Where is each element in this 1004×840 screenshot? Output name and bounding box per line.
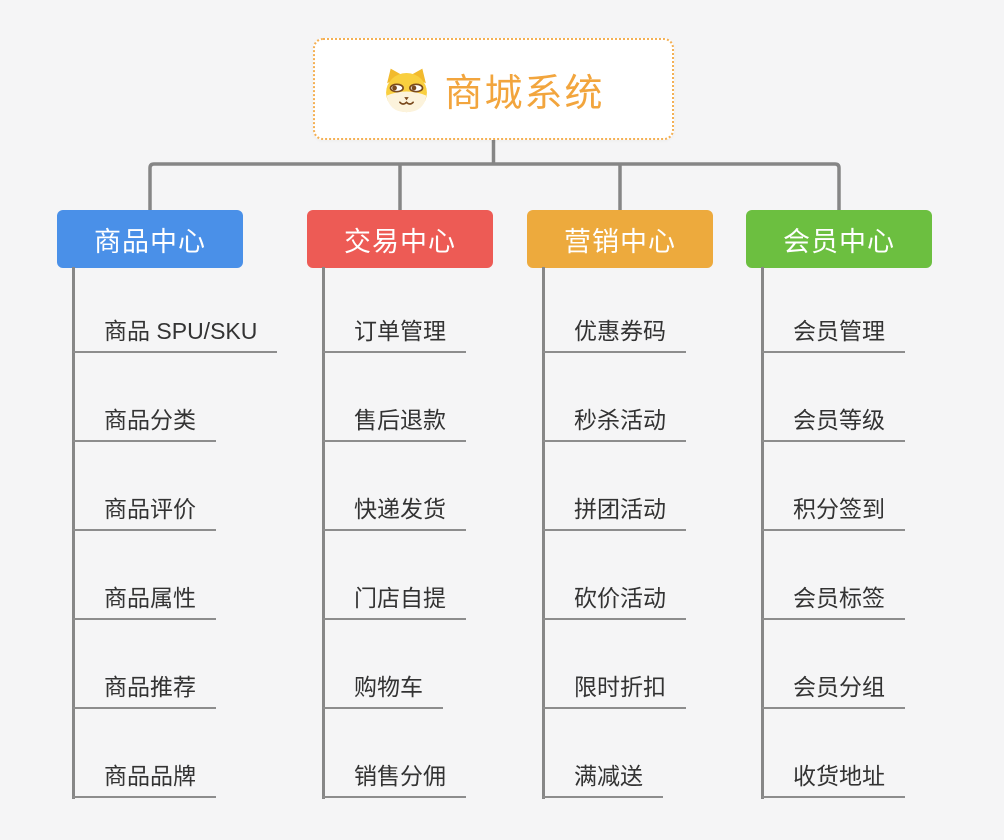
child-node[interactable]: 收货地址 [762,762,905,798]
branch-column: 会员中心会员管理会员等级积分签到会员标签会员分组收货地址 [746,210,996,802]
spine-line [322,267,325,799]
child-node[interactable]: 商品属性 [73,584,216,620]
branch-column: 营销中心优惠券码秒杀活动拼团活动砍价活动限时折扣满减送 [527,210,777,802]
root-title: 商城系统 [444,72,605,115]
branch-node[interactable]: 营销中心 [527,210,713,268]
child-node[interactable]: 会员标签 [762,584,905,620]
child-node[interactable]: 满减送 [543,762,663,798]
shiba-dog-icon [386,68,428,112]
child-node[interactable]: 门店自提 [323,584,466,620]
child-node[interactable]: 商品推荐 [73,673,216,709]
child-node[interactable]: 会员管理 [762,317,905,353]
branch-node[interactable]: 交易中心 [307,210,493,268]
child-node[interactable]: 商品 SPU/SKU [73,317,278,353]
root-node[interactable]: 商城系统 [313,38,674,140]
child-node[interactable]: 销售分佣 [323,762,466,798]
spine-line [72,267,75,799]
child-node[interactable]: 购物车 [323,673,443,709]
child-node[interactable]: 会员等级 [762,406,905,442]
child-node[interactable]: 售后退款 [323,406,466,442]
branch-node[interactable]: 会员中心 [746,210,932,268]
spine-line [761,267,764,799]
branch-column: 交易中心订单管理售后退款快递发货门店自提购物车销售分佣 [307,210,557,802]
child-node[interactable]: 快递发货 [323,495,466,531]
child-node[interactable]: 会员分组 [762,673,905,709]
child-node[interactable]: 秒杀活动 [543,406,686,442]
branch-node[interactable]: 商品中心 [57,210,243,268]
branch-column: 商品中心商品 SPU/SKU 商品分类商品评价商品属性商品推荐商品品牌 [57,210,307,802]
child-node[interactable]: 商品评价 [73,495,216,531]
child-node[interactable]: 优惠券码 [543,317,686,353]
spine-line [542,267,545,799]
child-node[interactable]: 拼团活动 [543,495,686,531]
child-node[interactable]: 砍价活动 [543,584,686,620]
child-node[interactable]: 商品品牌 [73,762,216,798]
child-node[interactable]: 商品分类 [73,406,216,442]
child-node[interactable]: 订单管理 [323,317,466,353]
child-node[interactable]: 限时折扣 [543,673,686,709]
child-node[interactable]: 积分签到 [762,495,905,531]
